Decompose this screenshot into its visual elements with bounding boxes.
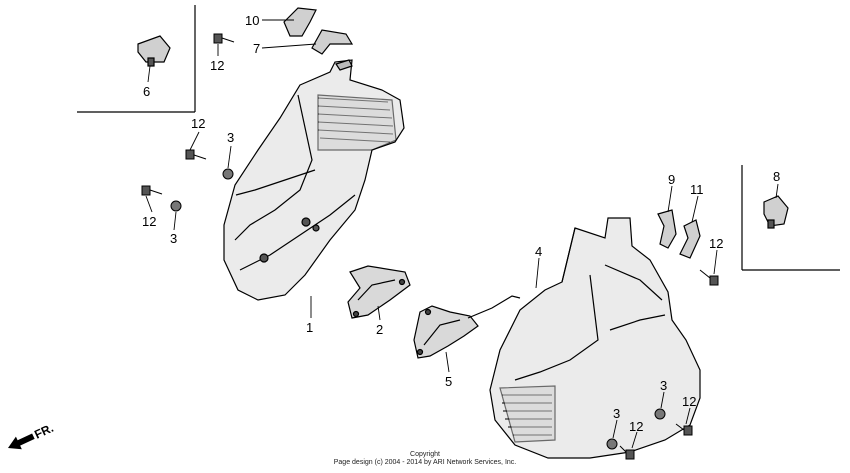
clip-part-6[interactable] xyxy=(137,35,171,67)
right-belt-cover[interactable] xyxy=(489,217,701,459)
nut-icon[interactable] xyxy=(606,438,618,450)
callout-12a: 12 xyxy=(210,58,224,73)
callout-12c: 12 xyxy=(142,214,156,229)
callout-10: 10 xyxy=(245,13,259,28)
callout-3d: 3 xyxy=(613,406,620,421)
bracket-part-7[interactable] xyxy=(311,29,354,55)
callout-12e: 12 xyxy=(682,394,696,409)
nut-icon[interactable] xyxy=(222,168,234,180)
bracket-part-10[interactable] xyxy=(283,7,317,37)
callout-12f: 12 xyxy=(629,419,643,434)
callout-12d: 12 xyxy=(709,236,723,251)
callout-8: 8 xyxy=(773,169,780,184)
inset-frame-right xyxy=(741,165,840,271)
bolt-icon[interactable] xyxy=(699,269,719,286)
bracket-part-9[interactable] xyxy=(657,209,677,249)
front-marker-label: FR. xyxy=(32,421,55,442)
bolt-icon[interactable] xyxy=(185,149,207,160)
callout-labels: 10 7 6 12 12 3 12 3 1 2 4 5 9 11 12 8 3 … xyxy=(142,13,780,434)
callout-11: 11 xyxy=(690,182,704,197)
bolt-icon[interactable] xyxy=(141,185,163,196)
clip-part-8[interactable] xyxy=(763,195,789,229)
left-belt-cover[interactable] xyxy=(223,59,405,301)
callout-1: 1 xyxy=(306,320,313,335)
inset-frame-top-left xyxy=(77,5,196,113)
footer-copyright: Copyright xyxy=(410,451,440,458)
bolt-icon[interactable] xyxy=(675,423,693,436)
bolt-icon[interactable] xyxy=(213,33,235,44)
bracket-part-2[interactable] xyxy=(347,265,411,319)
callout-3c: 3 xyxy=(660,378,667,393)
bracket-part-5[interactable] xyxy=(413,295,521,359)
callout-12b: 12 xyxy=(191,116,205,131)
callout-4: 4 xyxy=(535,244,542,259)
leader-lines xyxy=(145,19,779,449)
bolt-icon[interactable] xyxy=(619,445,635,460)
callout-5: 5 xyxy=(445,374,452,389)
callout-6: 6 xyxy=(143,84,150,99)
nut-icon[interactable] xyxy=(654,408,666,420)
callout-9: 9 xyxy=(668,172,675,187)
front-arrow-icon: FR. xyxy=(8,421,56,450)
callout-3b: 3 xyxy=(170,231,177,246)
bracket-part-11[interactable] xyxy=(679,219,701,259)
footer-page-design: Page design (c) 2004 - 2014 by ARI Netwo… xyxy=(333,459,517,466)
nut-icon[interactable] xyxy=(170,200,182,212)
callout-2: 2 xyxy=(376,322,383,337)
callout-3a: 3 xyxy=(227,130,234,145)
callout-7: 7 xyxy=(253,41,260,56)
